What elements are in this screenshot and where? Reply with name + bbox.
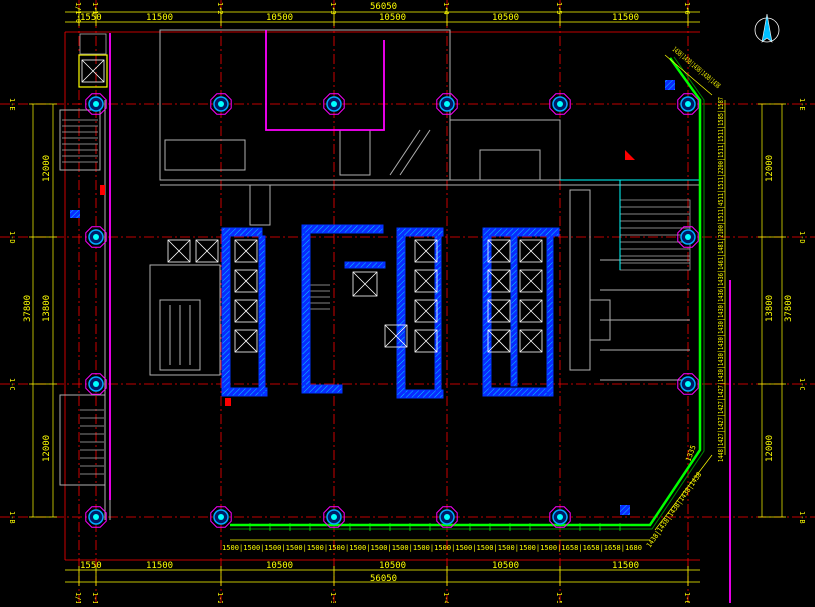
dimension-lines — [32, 11, 783, 583]
right-inner-dim: 13800 — [765, 295, 775, 322]
bottom-dim-1: 1550 — [80, 561, 102, 571]
axis-label-bottom: 1-5 — [555, 592, 563, 603]
axis-label-right: 1-C — [798, 378, 806, 391]
column-marker — [85, 93, 107, 115]
column-marker — [549, 506, 571, 528]
axis-label-top: 1-3 — [329, 2, 337, 15]
bottom-dim-6: 11500 — [612, 561, 639, 571]
left-outer-dim: 37800 — [23, 295, 33, 322]
column-marker — [549, 93, 571, 115]
cores — [221, 224, 560, 399]
columns — [85, 93, 699, 528]
top-dim-1: 1550 — [80, 13, 102, 23]
partitions — [109, 30, 731, 603]
axis-label-top: 1-2 — [216, 2, 224, 15]
top-dim-6: 11500 — [612, 13, 639, 23]
left-inner-dim: 13800 — [42, 295, 52, 322]
elevators — [81, 59, 543, 353]
column-marker — [85, 373, 107, 395]
column-marker — [677, 373, 699, 395]
axis-label-top: 1/1-0 — [74, 2, 82, 23]
dimension-ticks — [29, 8, 786, 586]
left-stair — [62, 119, 104, 475]
left-dimensions: 12000 37800 13800 12000 — [23, 155, 52, 462]
right-outer-dim: 37800 — [784, 295, 794, 322]
diagonal-lower-dim: 1438|1438|1438|1438|1438 — [645, 471, 703, 549]
axis-label-right: 1-E — [798, 98, 806, 111]
left-bottom-dim: 12000 — [42, 435, 52, 462]
column-marker — [85, 226, 107, 248]
axis-label-bottom: 1-3 — [329, 592, 337, 603]
north-arrow-icon — [754, 13, 780, 43]
top-dim-5: 10500 — [492, 13, 519, 23]
small-symbols — [70, 80, 675, 515]
axis-label-top: 1-4 — [442, 2, 450, 15]
stair-marker — [78, 54, 108, 88]
axis-labels: 1/1-0 1-1 1-2 1-3 1-4 1-5 1-6 1/1-0 1-1 1-2 1-3 1-4… — [8, 2, 806, 607]
axis-label-left: 1-D — [8, 231, 16, 244]
corner-dim: 1335 — [684, 444, 697, 463]
facade-ticks — [249, 523, 621, 531]
top-total-dim: 56050 — [370, 2, 397, 12]
right-facade-strip: 1448|1427|1427|1427|1427|1430|1430|1430|… — [717, 97, 725, 462]
axis-label-bottom: 1-1 — [91, 592, 99, 603]
bottom-dim-2: 11500 — [146, 561, 173, 571]
bottom-dim-5: 10500 — [492, 561, 519, 571]
column-marker — [436, 506, 458, 528]
axis-label-top: 1-5 — [555, 2, 563, 15]
column-marker — [677, 93, 699, 115]
axis-label-bottom: 1-4 — [442, 592, 450, 603]
axis-label-left: 1-E — [8, 98, 16, 111]
axis-label-top: 1-6 — [683, 2, 691, 15]
column-marker — [210, 506, 232, 528]
core-stair — [308, 284, 330, 310]
bottom-facade-strip: 1500|1500|1500|1500|1500|1500|1500|1500|… — [222, 544, 642, 552]
bottom-total-dim: 56050 — [370, 574, 397, 584]
column-marker — [210, 93, 232, 115]
axis-label-bottom: 1-2 — [216, 592, 224, 603]
axis-label-top: 1-1 — [91, 2, 99, 15]
bottom-dim-3: 10500 — [266, 561, 293, 571]
top-dim-3: 10500 — [266, 13, 293, 23]
axis-label-right: 1-D — [798, 231, 806, 244]
curtain-wall-inner — [230, 56, 705, 530]
column-marker — [323, 506, 345, 528]
left-top-dim: 12000 — [42, 155, 52, 182]
axis-label-bottom: 1/1-0 — [74, 592, 82, 603]
bottom-dim-4: 10500 — [379, 561, 406, 571]
top-dim-2: 11500 — [146, 13, 173, 23]
column-marker — [323, 93, 345, 115]
axis-label-left: 1-B — [8, 511, 16, 524]
top-dim-4: 10500 — [379, 13, 406, 23]
column-marker — [436, 93, 458, 115]
axis-label-right: 1-B — [798, 511, 806, 524]
axis-label-bottom: 1-6 — [683, 592, 691, 603]
right-top-dim: 12000 — [765, 155, 775, 182]
right-bottom-dim: 12000 — [765, 435, 775, 462]
top-dimensions: 56050 1550 11500 10500 10500 10500 11500 — [80, 2, 639, 23]
axis-label-left: 1-C — [8, 378, 16, 391]
right-dimensions: 12000 37800 13800 12000 1448|1427|1427|1… — [717, 97, 794, 462]
bottom-dimensions: 1550 11500 10500 10500 10500 11500 56050… — [80, 544, 642, 584]
curtain-wall — [230, 57, 702, 527]
column-marker — [677, 226, 699, 248]
column-marker — [85, 506, 107, 528]
building-walls — [59, 29, 700, 520]
